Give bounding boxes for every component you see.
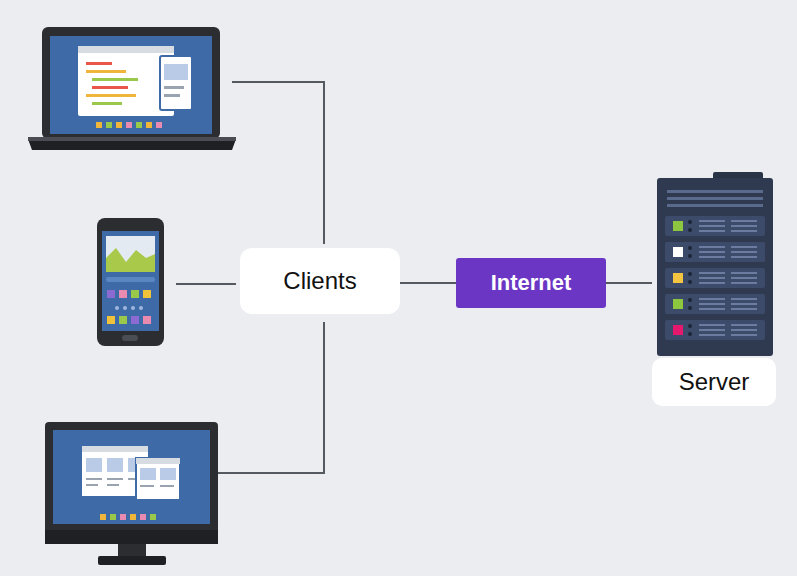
node-label: Clients xyxy=(283,267,356,295)
laptop-icon xyxy=(28,27,236,150)
connector-line xyxy=(400,282,456,284)
connector-line xyxy=(606,282,652,284)
server-node: Server xyxy=(652,172,776,406)
clients-box: Clients xyxy=(240,248,400,314)
label-patch: Server xyxy=(652,358,776,406)
node-label: Internet xyxy=(491,270,572,296)
node-label: Server xyxy=(679,368,750,396)
phone-icon xyxy=(97,218,164,346)
desktop-icon xyxy=(45,422,218,565)
internet-box: Internet xyxy=(456,258,606,308)
server-rack-icon xyxy=(657,172,773,356)
